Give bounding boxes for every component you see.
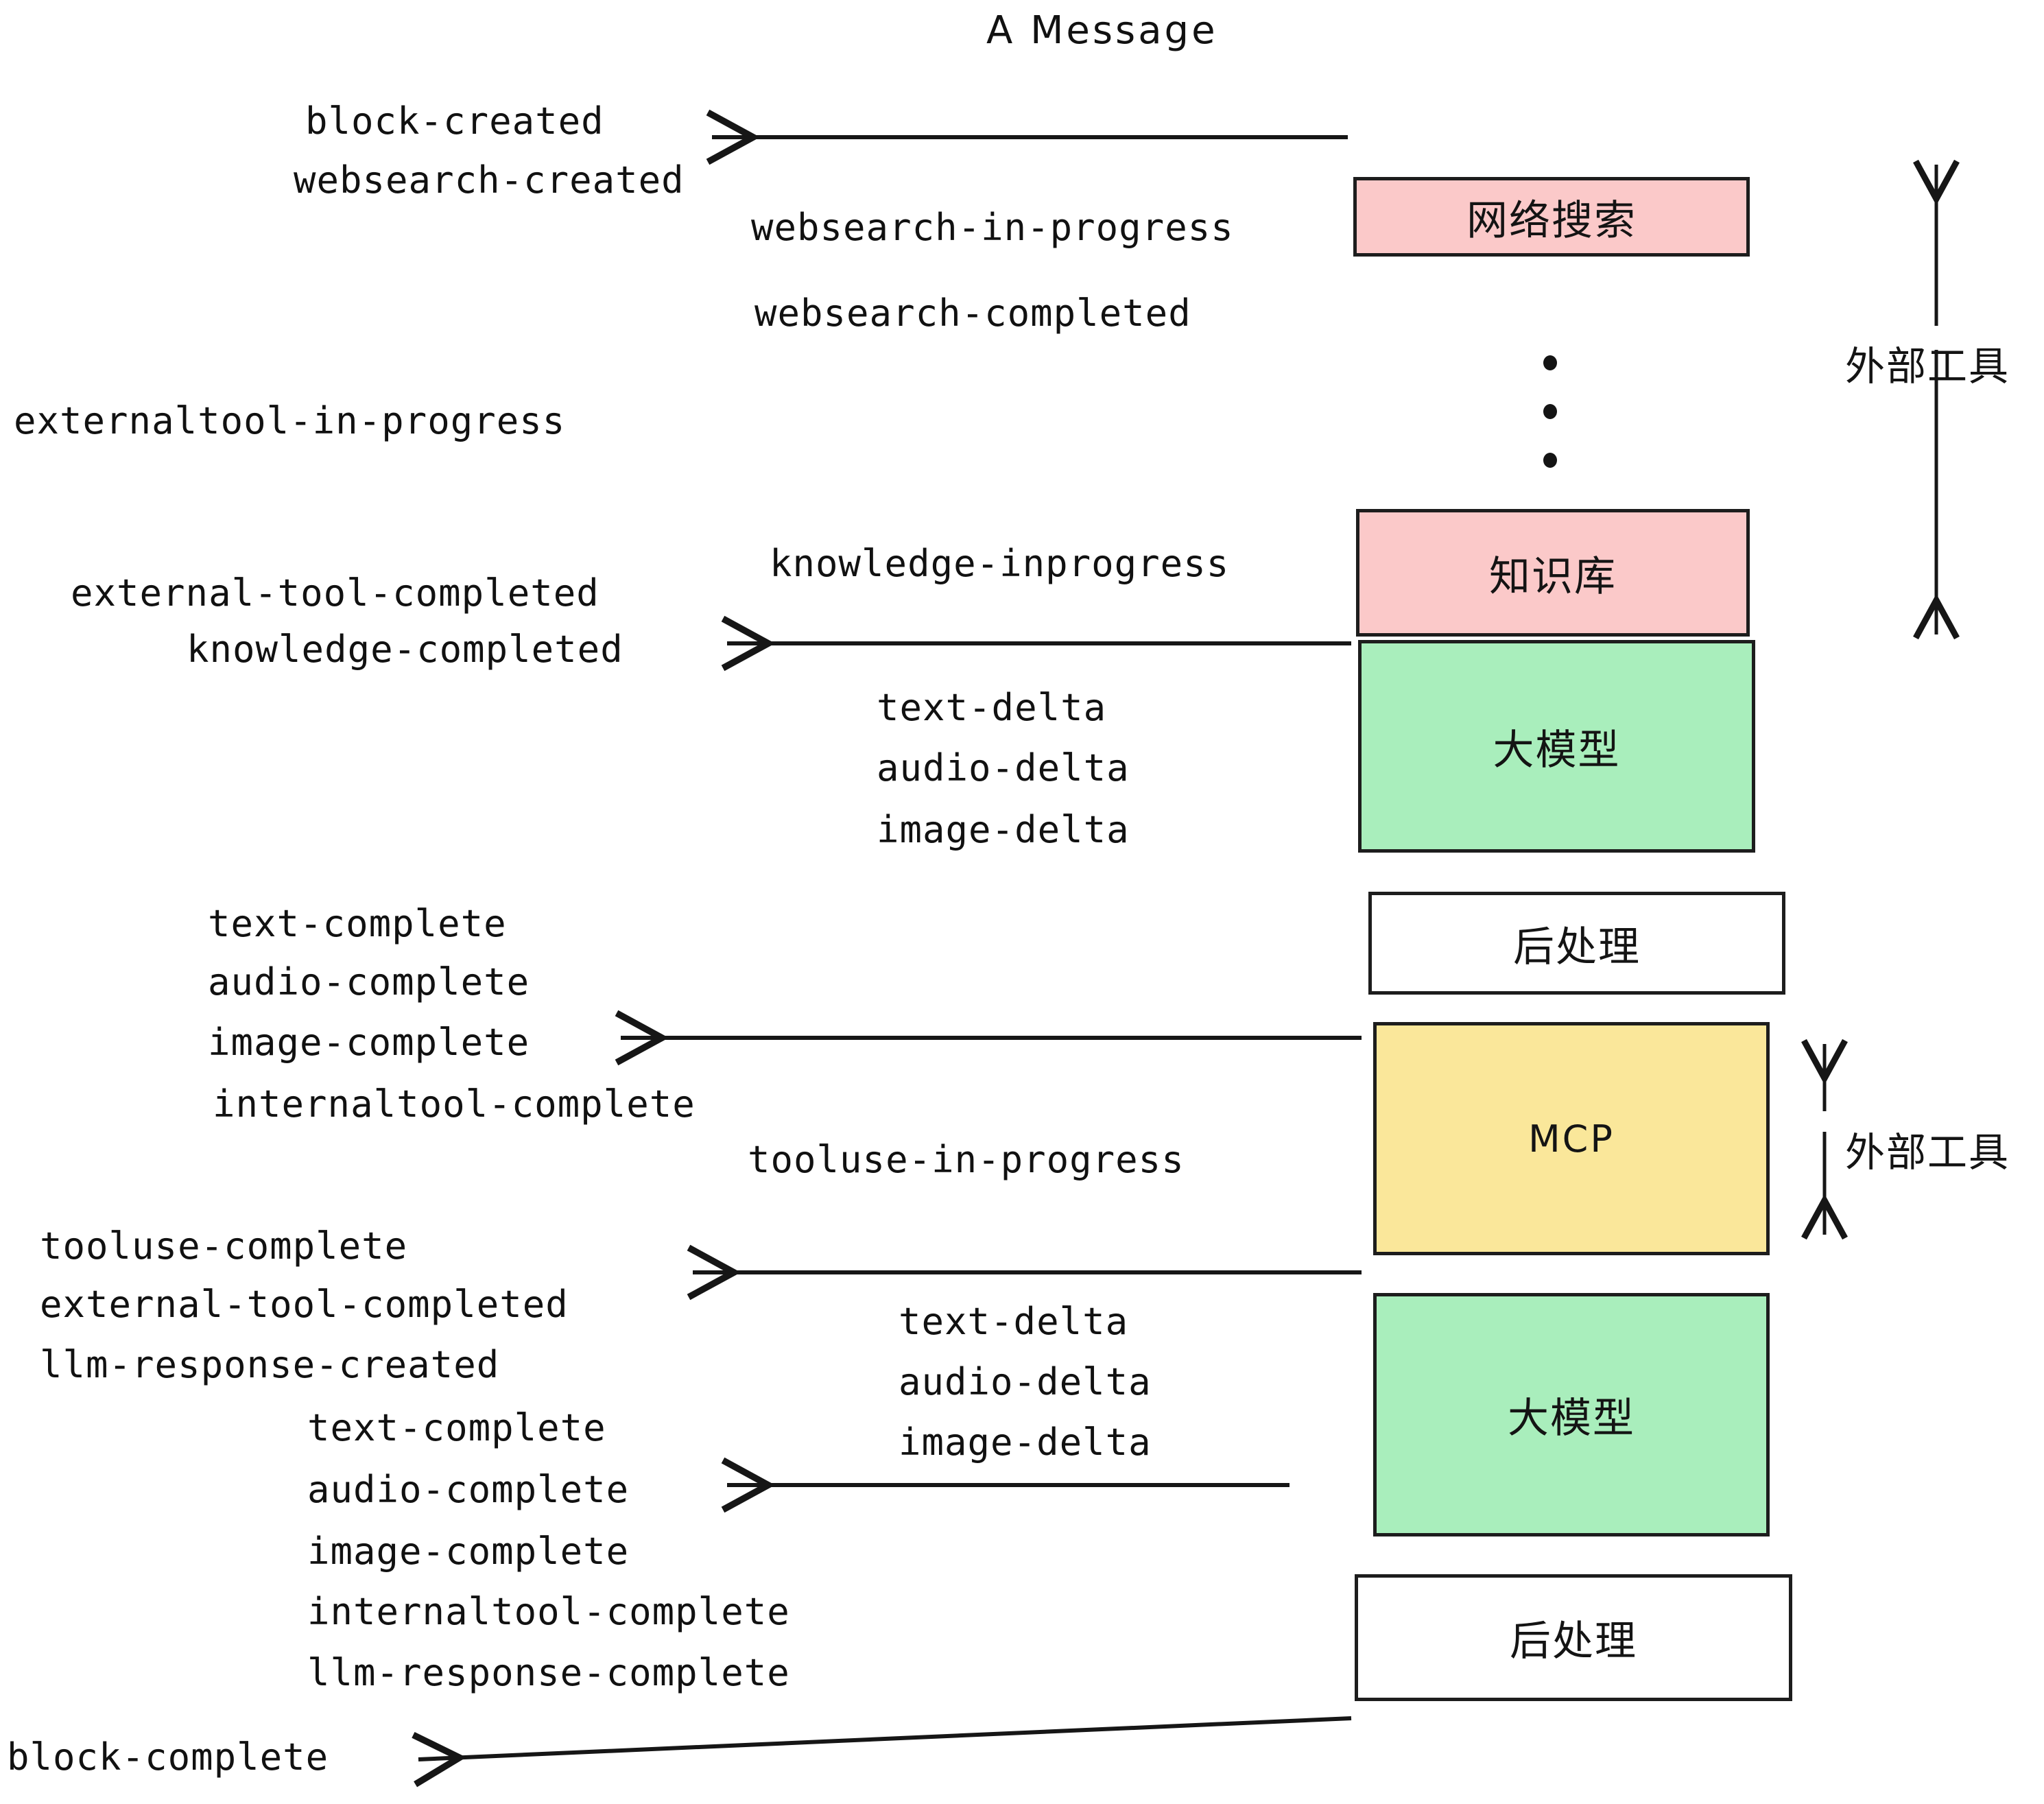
event-label-internaltool-complete-1: internaltool-complete [213,1082,696,1126]
event-label-external-tool-completed-2: external-tool-completed [40,1283,569,1326]
event-label-image-delta-2: image-delta [899,1421,1152,1464]
process-box-websearch: 网络搜索 [1353,177,1750,257]
process-box-post-2: 后处理 [1355,1574,1792,1701]
process-box-llm-1: 大模型 [1358,640,1755,853]
event-label-externaltool-in-progress: externaltool-in-progress [14,399,566,442]
process-box-mcp: MCP [1373,1022,1770,1255]
event-label-text-complete-2: text-complete [307,1406,606,1449]
scope-arrow-group [1825,165,1936,1235]
event-label-audio-delta-1: audio-delta [877,746,1130,790]
event-label-knowledge-inprogress: knowledge-inprogress [770,542,1230,585]
diagram-title: A Message [986,8,1218,53]
ellipsis-dot-3 [1543,453,1557,468]
event-label-tooluse-in-progress: tooluse-in-progress [748,1138,1185,1181]
annotation-external-tools-top: 外部工具 [1845,343,2010,390]
event-label-audio-delta-2: audio-delta [899,1360,1152,1403]
process-box-llm-2: 大模型 [1373,1293,1770,1536]
event-label-text-delta-2: text-delta [899,1300,1129,1343]
ellipsis-dot-1 [1543,355,1557,370]
event-label-websearch-created: websearch-created [294,158,685,202]
event-label-image-complete-2: image-complete [307,1530,630,1573]
event-label-tooluse-complete: tooluse-complete [40,1224,408,1268]
event-label-llm-response-created: llm-response-created [40,1343,500,1386]
event-label-text-delta-1: text-delta [877,686,1107,729]
annotation-external-tools-bottom: 外部工具 [1845,1129,2010,1176]
event-label-internaltool-complete-2: internaltool-complete [307,1590,790,1633]
process-box-post-1: 后处理 [1368,892,1785,995]
event-label-block-created: block-created [305,99,604,143]
process-box-knowledge: 知识库 [1356,509,1750,637]
event-label-llm-response-complete: llm-response-complete [307,1651,790,1694]
event-label-knowledge-completed: knowledge-completed [187,628,623,671]
event-label-image-complete-1: image-complete [208,1021,530,1064]
event-label-websearch-completed: websearch-completed [754,292,1191,335]
arrow-block-complete [418,1716,1352,1759]
event-label-image-delta-1: image-delta [877,808,1130,851]
flow-arrow-group [418,137,1362,1759]
event-label-block-complete: block-complete [7,1735,329,1779]
event-label-audio-complete-1: audio-complete [208,960,530,1004]
event-label-websearch-in-progress: websearch-in-progress [751,206,1234,249]
event-label-external-tool-completed-1: external-tool-completed [71,571,599,615]
event-label-text-complete-1: text-complete [208,902,507,945]
ellipsis-dot-2 [1543,404,1557,419]
event-label-audio-complete-2: audio-complete [307,1468,630,1511]
